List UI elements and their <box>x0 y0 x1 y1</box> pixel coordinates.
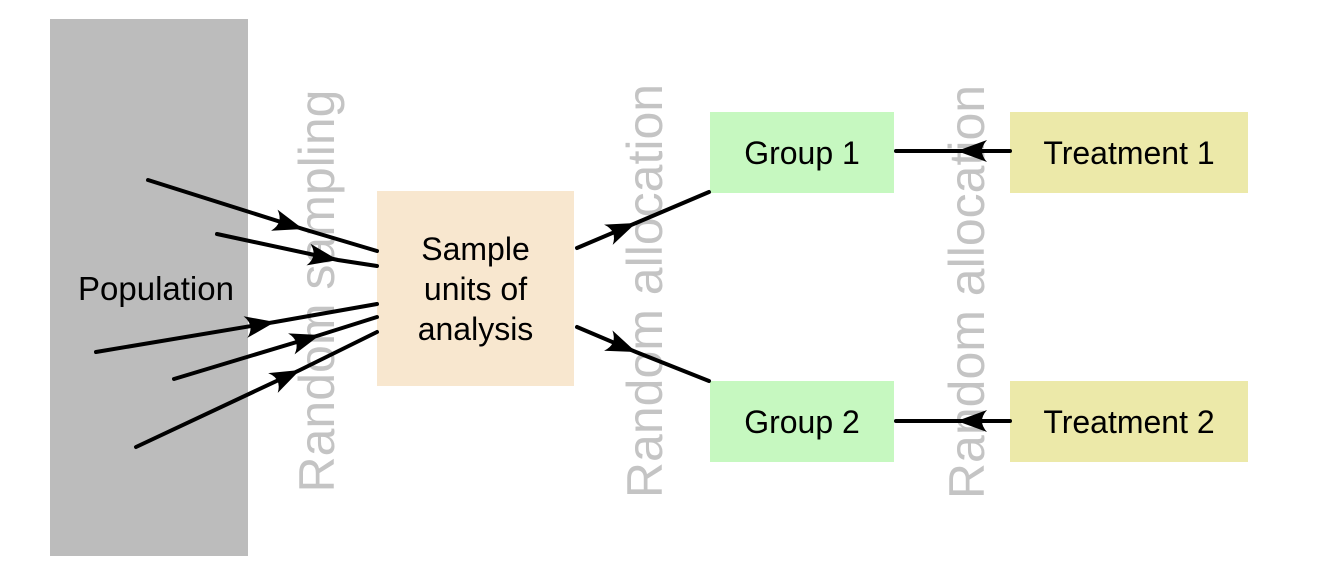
treatment-1-label: Treatment 1 <box>1043 134 1215 171</box>
random-allocation-label-1: Random allocation <box>617 83 673 499</box>
group-1-box: Group 1 <box>710 112 894 193</box>
treatment-2-box: Treatment 2 <box>1010 381 1248 462</box>
sample-units-label: Sample units of analysis <box>417 230 534 347</box>
group-2-label: Group 2 <box>744 403 860 440</box>
treatment-1-box: Treatment 1 <box>1010 112 1248 193</box>
random-sampling-label: Random sampling <box>289 89 345 493</box>
group-2-box: Group 2 <box>710 381 894 462</box>
population-box <box>50 19 248 556</box>
population-label: Population <box>78 270 234 307</box>
sample-units-box: Sample units of analysis <box>377 191 574 386</box>
random-allocation-label-2: Random allocation <box>939 84 995 500</box>
treatment-2-label: Treatment 2 <box>1043 403 1215 440</box>
group-1-label: Group 1 <box>744 134 860 171</box>
